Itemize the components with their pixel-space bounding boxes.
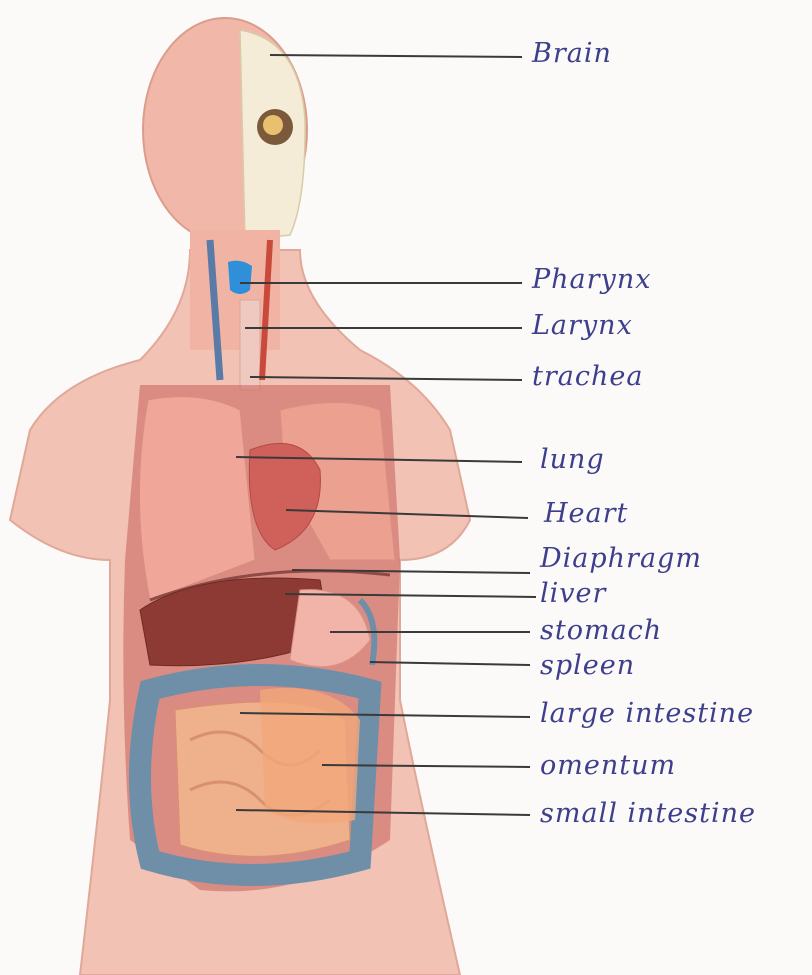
label-larynx: Larynx	[532, 312, 633, 339]
pharynx-shape	[228, 261, 252, 294]
leader-brain	[270, 55, 522, 57]
label-lung: lung	[540, 446, 605, 473]
label-small-intestine: small intestine	[540, 800, 756, 827]
label-brain: Brain	[532, 40, 612, 67]
label-trachea: trachea	[532, 363, 643, 390]
label-large-intestine: large intestine	[540, 700, 754, 727]
label-liver: liver	[540, 580, 606, 607]
label-diaphragm: Diaphragm	[540, 545, 702, 572]
label-spleen: spleen	[540, 652, 635, 679]
label-heart: Heart	[544, 500, 628, 527]
label-stomach: stomach	[540, 617, 662, 644]
omentum	[260, 688, 360, 823]
label-omentum: omentum	[540, 752, 676, 779]
label-pharynx: Pharynx	[532, 266, 651, 293]
